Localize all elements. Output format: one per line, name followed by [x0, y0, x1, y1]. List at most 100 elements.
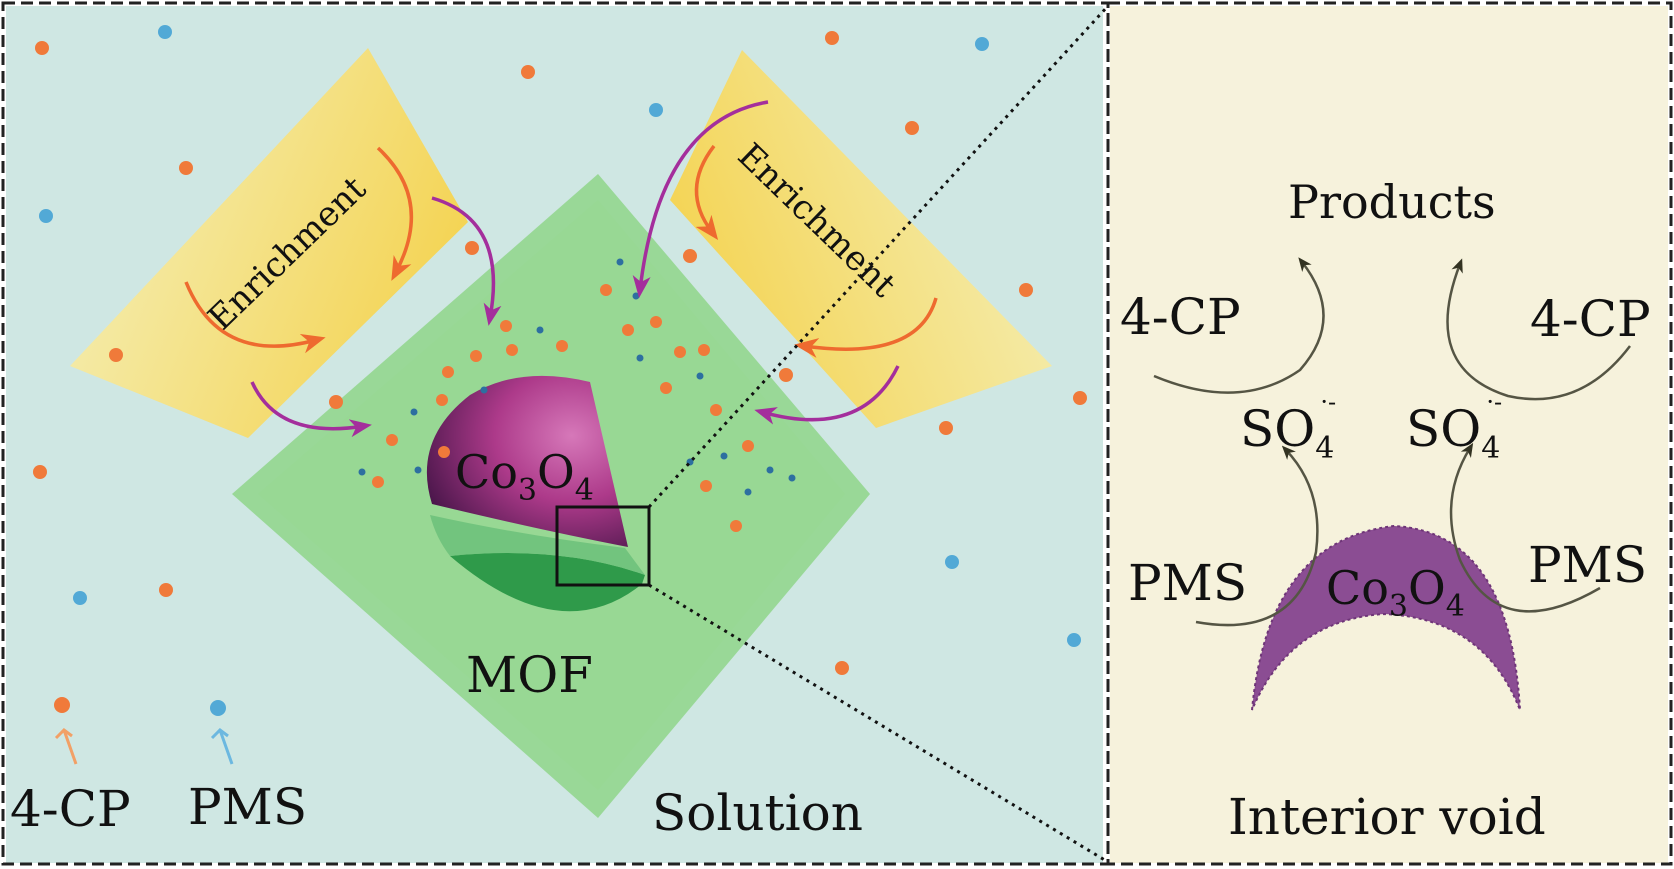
cp-molecule-dot: [465, 241, 479, 255]
arrow-pms-left: [1195, 445, 1319, 627]
enriched-cp-dot: [470, 350, 482, 362]
cp-molecule-dot: [179, 161, 193, 175]
zoom-line-top: [647, 4, 1110, 509]
enriched-cp-dot: [660, 382, 672, 394]
enriched-molecules: [358, 258, 796, 532]
enriched-cp-dot: [372, 476, 384, 488]
legend: 4-CP PMS: [10, 697, 307, 838]
enriched-cp-dot: [500, 320, 512, 332]
cp-molecule-dot: [35, 41, 49, 55]
enriched-pms-dot: [720, 452, 728, 460]
enriched-cp-dot: [710, 404, 722, 416]
arrow-pms-right: [1449, 442, 1601, 613]
cp-label-right: 4-CP: [1530, 290, 1651, 348]
void-panel-border: [1106, 1, 1673, 866]
pms-molecule-dot: [73, 591, 87, 605]
enriched-cp-dot: [700, 480, 712, 492]
arrow-cp-right: [1446, 258, 1631, 401]
legend-pms-label: PMS: [188, 778, 307, 836]
pms-molecule-dot: [1067, 633, 1081, 647]
orange-arrows: [184, 144, 938, 358]
legend-4cp-dot: [54, 697, 70, 713]
pms-molecule-dot: [975, 37, 989, 51]
enriched-pms-dot: [632, 292, 640, 300]
enrichment-band-left: [70, 48, 468, 438]
cp-molecule-dot: [109, 348, 123, 362]
core-label: Co3O4: [455, 445, 594, 508]
cp-molecule-dot: [1073, 391, 1087, 405]
arrow-cp-left: [1153, 257, 1325, 394]
cp-molecule-dot: [835, 661, 849, 675]
void-background: [1110, 6, 1668, 863]
enriched-cp-dot: [600, 284, 612, 296]
enriched-pms-dot: [358, 468, 366, 476]
enriched-pms-dot: [744, 488, 752, 496]
reaction-arrows: [1153, 257, 1631, 627]
enriched-cp-dot: [698, 344, 710, 356]
cp-molecule-dot: [939, 421, 953, 435]
enriched-pms-dot: [696, 372, 704, 380]
solution-label: Solution: [652, 784, 863, 842]
pms-molecule-dot: [39, 209, 53, 223]
enriched-cp-dot: [438, 446, 450, 458]
orange-arrow-left-1: [376, 146, 414, 281]
magenta-arrow-bottom-right: [754, 365, 900, 425]
enriched-pms-dot: [616, 258, 624, 266]
pms-label-right: PMS: [1528, 536, 1647, 594]
cp-molecule-dot: [825, 31, 839, 45]
cp-molecule-dot: [905, 121, 919, 135]
void-core-label: Co3O4: [1326, 561, 1465, 624]
mof-label: MOF: [466, 646, 593, 704]
enriched-pms-dot: [536, 326, 544, 334]
legend-pms-dot: [210, 700, 226, 716]
enriched-pms-dot: [480, 386, 488, 394]
cp-molecule-dot: [521, 65, 535, 79]
zoom-line-bottom: [648, 583, 1109, 864]
cp-molecule-dot: [33, 465, 47, 479]
enriched-pms-dot: [636, 354, 644, 362]
interior-void-label: Interior void: [1228, 788, 1546, 846]
solution-molecules: [33, 25, 1087, 675]
cp-molecule-dot: [1019, 283, 1033, 297]
enriched-pms-dot: [414, 466, 422, 474]
enriched-pms-dot: [410, 408, 418, 416]
solution-panel: Enrichment Enrichment Co3O4: [6, 6, 1103, 863]
radical-label-right: SO4·-: [1406, 388, 1502, 466]
enriched-cp-dot: [730, 520, 742, 532]
orange-arrow-right-2: [794, 297, 938, 358]
core-green-mid: [430, 515, 645, 575]
legend-4cp-label: 4-CP: [10, 780, 131, 838]
enriched-pms-dot: [788, 474, 796, 482]
core-green-bottom: [450, 553, 645, 612]
enriched-cp-dot: [436, 394, 448, 406]
magenta-arrows: [250, 100, 900, 438]
cp-molecule-dot: [779, 368, 793, 382]
cp-molecule-dot: [683, 249, 697, 263]
enriched-cp-dot: [674, 346, 686, 358]
enriched-cp-dot: [442, 366, 454, 378]
interior-void-panel: Co3O4 Products 4-CP 4-CP SO4·- SO4·- PMS…: [1110, 6, 1668, 863]
co3o4-core: Co3O4: [426, 375, 645, 612]
orange-arrow-right-1: [694, 144, 719, 240]
pms-molecule-dot: [649, 103, 663, 117]
enriched-cp-dot: [742, 440, 754, 452]
pms-molecule-dot: [158, 25, 172, 39]
radical-label-left: SO4·-: [1240, 388, 1336, 466]
products-label: Products: [1288, 175, 1496, 229]
zoom-connectors: [647, 4, 1110, 864]
cp-label-left: 4-CP: [1120, 288, 1241, 346]
enrichment-band-right: [670, 50, 1052, 428]
enriched-cp-dot: [506, 344, 518, 356]
enriched-cp-dot: [386, 434, 398, 446]
cp-molecule-dot: [329, 395, 343, 409]
enriched-cp-dot: [556, 340, 568, 352]
magenta-arrow-top-left: [431, 196, 502, 326]
enriched-cp-dot: [650, 316, 662, 328]
cp-molecule-dot: [159, 583, 173, 597]
zoom-region-box: [555, 505, 651, 587]
pms-molecule-dot: [945, 555, 959, 569]
core-purple-shell: [426, 375, 628, 547]
magenta-arrow-top-right: [632, 100, 769, 298]
magenta-arrow-bottom-left: [250, 381, 372, 438]
